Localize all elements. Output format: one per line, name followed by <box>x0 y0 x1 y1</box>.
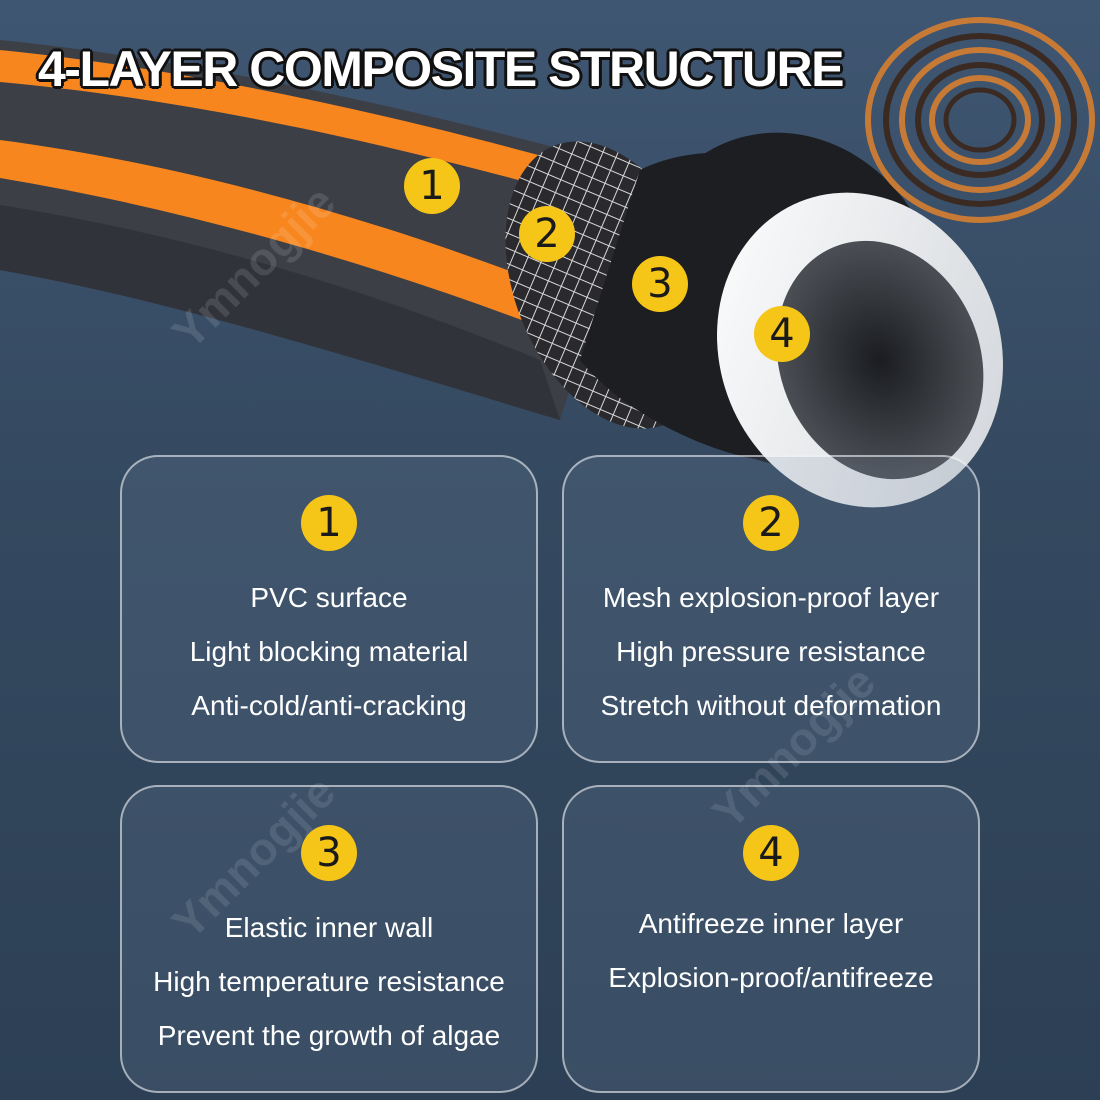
card-description: Antifreeze inner layer Explosion-proof/a… <box>564 897 978 1005</box>
layer-card-2: 2 Mesh explosion-proof layer High pressu… <box>562 455 980 763</box>
hose-orange-stripe-upper <box>0 50 620 206</box>
hose-bore <box>776 240 984 480</box>
layer-card-3: 3 Elastic inner wall High temperature re… <box>120 785 538 1093</box>
card-line: Elastic inner wall <box>224 912 434 943</box>
layer-card-1: 1 PVC surface Light blocking material An… <box>120 455 538 763</box>
card-line: Stretch without deformation <box>600 690 942 721</box>
card-line: Anti-cold/anti-cracking <box>191 690 467 721</box>
card-number-badge: 3 <box>301 825 357 881</box>
hose-label-2: 2 <box>519 206 575 262</box>
card-line: PVC surface <box>250 582 408 613</box>
hose-orange-stripe-lower <box>0 140 560 330</box>
hose-label-3: 3 <box>632 256 688 312</box>
card-number-badge: 4 <box>743 825 799 881</box>
layer-card-4: 4 Antifreeze inner layer Explosion-proof… <box>562 785 980 1093</box>
hose-label-4: 4 <box>754 306 810 362</box>
page-title: 4-LAYER COMPOSITE STRUCTURE <box>38 41 844 97</box>
hose-label-1: 1 <box>404 158 460 214</box>
card-line: Explosion-proof/antifreeze <box>608 962 934 993</box>
coiled-hose-thumbnail <box>865 17 1095 223</box>
card-line: Mesh explosion-proof layer <box>602 582 940 613</box>
card-line: Light blocking material <box>189 636 469 667</box>
card-description: Mesh explosion-proof layer High pressure… <box>564 571 978 733</box>
card-number-badge: 1 <box>301 495 357 551</box>
card-number-badge: 2 <box>743 495 799 551</box>
card-line: Prevent the growth of algae <box>157 1020 501 1051</box>
card-description: PVC surface Light blocking material Anti… <box>122 571 536 733</box>
card-line: Antifreeze inner layer <box>638 908 904 939</box>
card-description: Elastic inner wall High temperature resi… <box>122 901 536 1063</box>
card-line: High temperature resistance <box>153 966 505 997</box>
card-line: High pressure resistance <box>616 636 926 667</box>
